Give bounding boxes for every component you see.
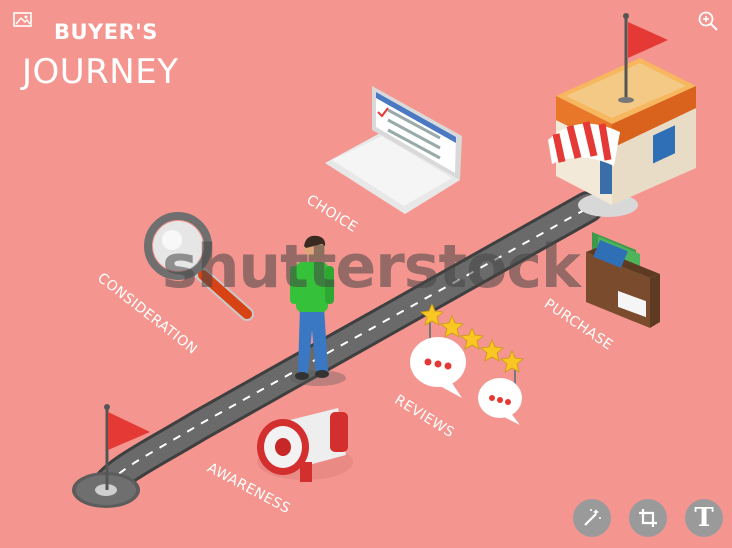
zoom-in-icon[interactable]: [697, 10, 719, 32]
title-line2: JOURNEY: [22, 52, 179, 92]
walking-person: [290, 235, 346, 386]
image-icon[interactable]: [12, 10, 34, 30]
crop-button[interactable]: [629, 499, 667, 537]
reviews-icon: [410, 302, 524, 425]
title-line1: BUYER'S: [54, 20, 158, 44]
crop-icon: [639, 509, 657, 527]
megaphone-icon: [257, 408, 353, 482]
text-tool-button[interactable]: T: [685, 499, 723, 537]
start-flag: [104, 404, 150, 490]
laptop-icon: [325, 86, 462, 214]
watermark: shutterstock: [162, 232, 581, 302]
store-icon: [548, 13, 696, 318]
magic-wand-button[interactable]: [573, 499, 611, 537]
wallet-icon: [586, 232, 660, 328]
magnifier-icon: [144, 212, 254, 321]
magic-wand-icon: [584, 509, 601, 526]
text-icon: T: [694, 503, 714, 533]
